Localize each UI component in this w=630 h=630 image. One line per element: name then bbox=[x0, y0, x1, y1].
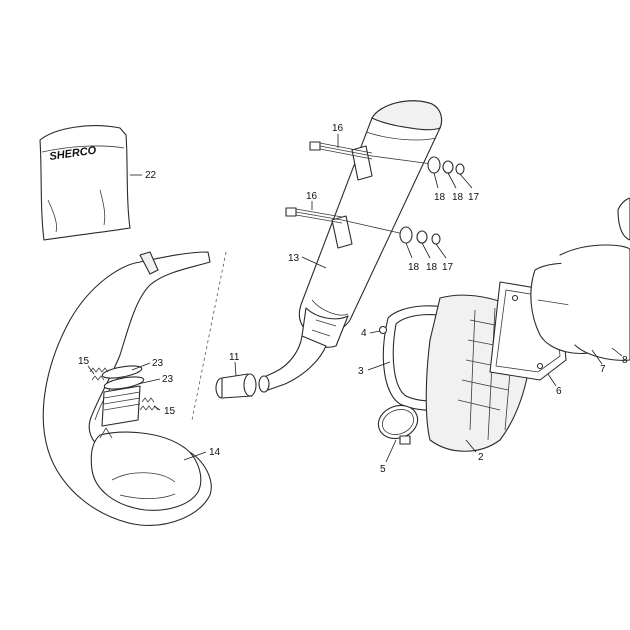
callout-17-top: 17 bbox=[468, 192, 480, 203]
callout-17-lower: 17 bbox=[442, 262, 454, 273]
callout-15-left: 15 bbox=[78, 356, 90, 367]
callout-22: 22 bbox=[145, 170, 157, 181]
callout-16-lower: 16 bbox=[306, 191, 318, 202]
callout-23-top: 23 bbox=[152, 358, 164, 369]
callout-5: 5 bbox=[380, 464, 386, 475]
callout-18-top-right: 18 bbox=[452, 192, 464, 203]
part-4-screw bbox=[378, 325, 388, 335]
callout-23-lower: 23 bbox=[162, 374, 174, 385]
callout-13: 13 bbox=[288, 253, 300, 264]
callout-16-top: 16 bbox=[332, 123, 344, 134]
callout-18-lower-left: 18 bbox=[408, 262, 420, 273]
callout-18-lower-right: 18 bbox=[426, 262, 438, 273]
callout-15-right: 15 bbox=[164, 406, 176, 417]
callout-3: 3 bbox=[358, 366, 364, 377]
part-13-silencer bbox=[258, 100, 443, 393]
callout-7: 7 bbox=[600, 364, 606, 375]
part-16-bolts bbox=[285, 141, 433, 235]
part-23-o-rings bbox=[101, 365, 145, 427]
part-15-springs bbox=[89, 367, 159, 411]
callout-6: 6 bbox=[556, 386, 562, 397]
part-8-filter-element bbox=[559, 197, 630, 361]
part-22-protective-bag: SHERCO bbox=[39, 125, 131, 241]
callout-18-top-left: 18 bbox=[434, 192, 446, 203]
callout-2: 2 bbox=[478, 452, 484, 463]
callout-labels: 22 16 16 18 18 17 18 18 17 13 11 15 23 2… bbox=[78, 123, 628, 475]
part-11-coupling-sleeve bbox=[215, 373, 257, 399]
callout-4: 4 bbox=[361, 328, 367, 339]
callout-14: 14 bbox=[209, 447, 221, 458]
callout-8: 8 bbox=[622, 355, 628, 366]
callout-11: 11 bbox=[229, 352, 240, 363]
leader-lines bbox=[87, 134, 623, 463]
part-5-hose-clamp bbox=[377, 404, 419, 445]
